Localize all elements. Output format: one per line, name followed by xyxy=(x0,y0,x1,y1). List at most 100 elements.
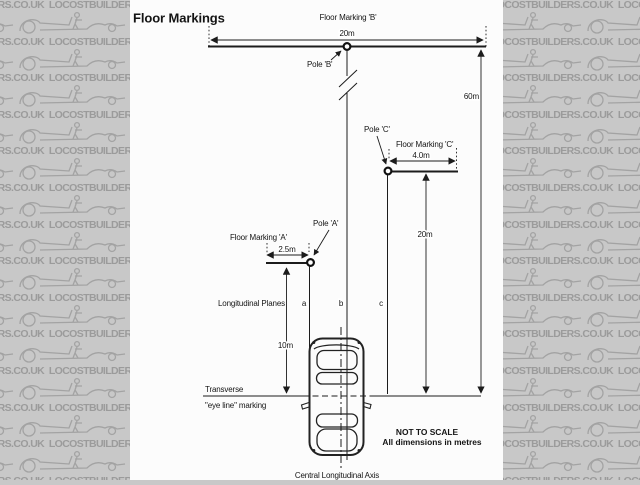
watermark-row: LOCOSTBUILDERS.CO.UK LOCOSTBUILDERS.CO.U… xyxy=(503,366,640,403)
watermark-row: LOCOSTBUILDERS.CO.UK LOCOSTBUILDERS.CO.U… xyxy=(503,403,640,440)
car-trunk xyxy=(316,428,358,452)
watermark-text: LOCOSTBUILDERS.CO.UK LOCOSTBUILDERS.CO.U… xyxy=(503,256,640,268)
locost-car-sketch-icon xyxy=(503,121,582,142)
locost-car-sketch-icon xyxy=(503,48,582,69)
watermark-row: LOCOSTBUILDERS.CO.UK LOCOSTBUILDERS.CO.U… xyxy=(503,110,640,147)
watermark-row: LOCOSTBUILDERS.CO.UK LOCOSTBUILDERS.CO.U… xyxy=(0,0,130,37)
locost-car-sketch-icon xyxy=(503,268,582,289)
locost-car-sketch-icon xyxy=(587,126,640,144)
watermark-row: LOCOSTBUILDERS.CO.UK LOCOSTBUILDERS.CO.U… xyxy=(0,73,130,110)
watermark-art xyxy=(0,449,130,476)
watermark-text: LOCOSTBUILDERS.CO.UK LOCOSTBUILDERS.CO.U… xyxy=(503,219,640,231)
locost-car-sketch-icon xyxy=(19,414,126,437)
watermark-row: LOCOSTBUILDERS.CO.UK LOCOSTBUILDERS.CO.U… xyxy=(503,220,640,257)
plane-b-label: b xyxy=(339,299,344,308)
floor-marking-a-group: Pole 'A' Floor Marking 'A' 2.5m 10m xyxy=(230,219,339,394)
floor-marking-c-group: Pole 'C' Floor Marking 'C' 4.0m 20m xyxy=(364,125,458,394)
watermark-art xyxy=(503,449,640,476)
watermark-art xyxy=(503,193,640,220)
watermark-art xyxy=(503,339,640,366)
break-mark-2 xyxy=(338,82,358,101)
car-front-cowl xyxy=(313,344,360,350)
dim-10m-label: 10m xyxy=(278,341,294,350)
locost-car-sketch-icon xyxy=(0,59,14,69)
watermark-row: LOCOSTBUILDERS.CO.UK LOCOSTBUILDERS.CO.U… xyxy=(503,256,640,293)
locost-car-sketch-icon xyxy=(503,414,582,435)
locost-car-sketch-icon xyxy=(503,194,582,216)
locost-car-sketch-icon xyxy=(0,389,14,399)
watermark-row: LOCOSTBUILDERS.CO.UK LOCOSTBUILDERS.CO.U… xyxy=(0,110,130,147)
page-title: Floor Markings xyxy=(133,11,225,26)
locost-car-sketch-icon xyxy=(19,48,126,71)
dim-60m-label: 60m xyxy=(464,92,480,101)
watermark-art xyxy=(503,10,640,37)
pole-b-label: Pole 'B' xyxy=(307,60,333,69)
watermark-row: LOCOSTBUILDERS.CO.UK LOCOSTBUILDERS.CO.U… xyxy=(503,329,640,366)
plane-a-label: a xyxy=(302,299,307,308)
watermark-text: LOCOSTBUILDERS.CO.UK LOCOSTBUILDERS.CO.U… xyxy=(503,146,640,158)
central-axis-group: Central Longitudinal Axis xyxy=(295,327,379,480)
watermark-row: LOCOSTBUILDERS.CO.UK LOCOSTBUILDERS.CO.U… xyxy=(0,329,130,366)
watermark-text: LOCOSTBUILDERS.CO.UK LOCOSTBUILDERS.CO.U… xyxy=(503,109,640,121)
watermark-row: LOCOSTBUILDERS.CO.UK LOCOSTBUILDERS.CO.U… xyxy=(503,37,640,74)
watermark-text: LOCOSTBUILDERS.CO.UK LOCOSTBUILDERS.CO.U… xyxy=(0,0,130,11)
locost-car-sketch-icon xyxy=(503,85,582,106)
watermark-text: LOCOSTBUILDERS.CO.UK LOCOSTBUILDERS.CO.U… xyxy=(0,439,130,451)
watermark-text: LOCOSTBUILDERS.CO.UK LOCOSTBUILDERS.CO.U… xyxy=(503,476,640,480)
dim-4m-label: 4.0m xyxy=(412,151,430,160)
floor-markings-diagram: Floor Markings Floor Marking 'B' 20m Pol… xyxy=(133,11,487,480)
watermark-row: LOCOSTBUILDERS.CO.UK LOCOSTBUILDERS.CO.U… xyxy=(503,146,640,183)
watermark-art xyxy=(0,376,130,403)
watermark-text: LOCOSTBUILDERS.CO.UK LOCOSTBUILDERS.CO.U… xyxy=(503,182,640,194)
diagram-area: Floor Markings Floor Marking 'B' 20m Pol… xyxy=(130,0,503,480)
pole-b-pointer xyxy=(330,50,342,61)
locost-car-sketch-icon xyxy=(0,462,14,472)
watermark-left: LOCOSTBUILDERS.CO.UK LOCOSTBUILDERS.CO.U… xyxy=(0,0,130,480)
watermark-art xyxy=(503,120,640,147)
watermark-text: LOCOSTBUILDERS.CO.UK LOCOSTBUILDERS.CO.U… xyxy=(0,329,130,341)
watermark-art xyxy=(0,339,130,366)
locost-car-sketch-icon xyxy=(19,268,126,290)
watermark-row: LOCOSTBUILDERS.CO.UK LOCOSTBUILDERS.CO.U… xyxy=(0,403,130,440)
watermark-text: LOCOSTBUILDERS.CO.UK LOCOSTBUILDERS.CO.U… xyxy=(0,365,130,377)
break-mark-1 xyxy=(338,69,358,88)
watermark-art xyxy=(0,413,130,440)
locost-car-sketch-icon xyxy=(503,304,582,325)
locost-car-sketch-icon xyxy=(587,455,640,473)
car-roof-panel xyxy=(315,371,359,385)
locost-car-sketch-icon xyxy=(587,53,640,71)
watermark-art xyxy=(0,10,130,37)
watermark-art xyxy=(0,303,130,330)
watermark-art xyxy=(0,193,130,220)
locost-car-sketch-icon xyxy=(0,315,14,325)
locost-car-sketch-icon xyxy=(19,304,126,327)
locost-car-sketch-icon xyxy=(0,242,14,252)
locost-car-sketch-icon xyxy=(0,96,14,106)
car-rear-left-corner xyxy=(312,449,316,452)
central-axis-label: Central Longitudinal Axis xyxy=(295,471,379,480)
locost-car-sketch-icon xyxy=(503,341,582,362)
watermark-text: LOCOSTBUILDERS.CO.UK LOCOSTBUILDERS.CO.U… xyxy=(0,219,130,231)
pole-c-label: Pole 'C' xyxy=(364,125,390,134)
locost-car-sketch-icon xyxy=(0,279,14,289)
watermark-art xyxy=(0,230,130,257)
watermark-art xyxy=(503,83,640,110)
watermark-text: LOCOSTBUILDERS.CO.UK LOCOSTBUILDERS.CO.U… xyxy=(0,292,130,304)
watermark-art xyxy=(0,266,130,293)
locost-car-sketch-icon xyxy=(0,169,14,179)
locost-car-sketch-icon xyxy=(587,419,640,437)
not-to-scale-note: NOT TO SCALE xyxy=(396,427,459,437)
watermark-row: LOCOSTBUILDERS.CO.UK LOCOSTBUILDERS.CO.U… xyxy=(503,476,640,480)
locost-car-sketch-icon xyxy=(19,121,126,144)
watermark-art xyxy=(503,413,640,440)
watermark-text: LOCOSTBUILDERS.CO.UK LOCOSTBUILDERS.CO.U… xyxy=(0,182,130,194)
pole-a-marker xyxy=(306,258,316,268)
floor-marking-a-label: Floor Marking 'A' xyxy=(230,233,288,242)
longitudinal-planes-label: Longitudinal Planes xyxy=(218,299,285,308)
transverse-line-group: Transverse "eye line" marking xyxy=(203,385,481,410)
watermark-art xyxy=(503,47,640,74)
locost-car-sketch-icon xyxy=(503,451,582,472)
locost-car-sketch-icon xyxy=(587,346,640,363)
car-right-mirror xyxy=(363,401,372,410)
